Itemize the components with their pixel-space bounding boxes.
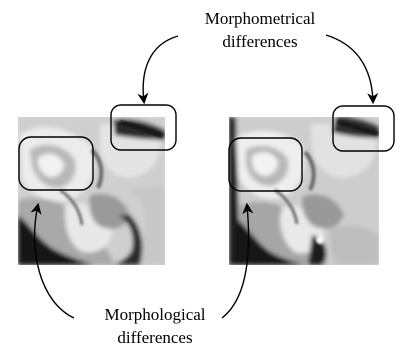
top-caption-line2: differences <box>222 32 297 51</box>
top-right-arrow <box>326 35 373 102</box>
bottom-caption-line1: Morphological <box>104 305 205 324</box>
bottom-caption-line2: differences <box>117 328 192 347</box>
top-caption-line1: Morphometrical <box>205 9 316 28</box>
left-mri-panel <box>18 117 165 265</box>
top-left-arrow <box>143 36 178 102</box>
